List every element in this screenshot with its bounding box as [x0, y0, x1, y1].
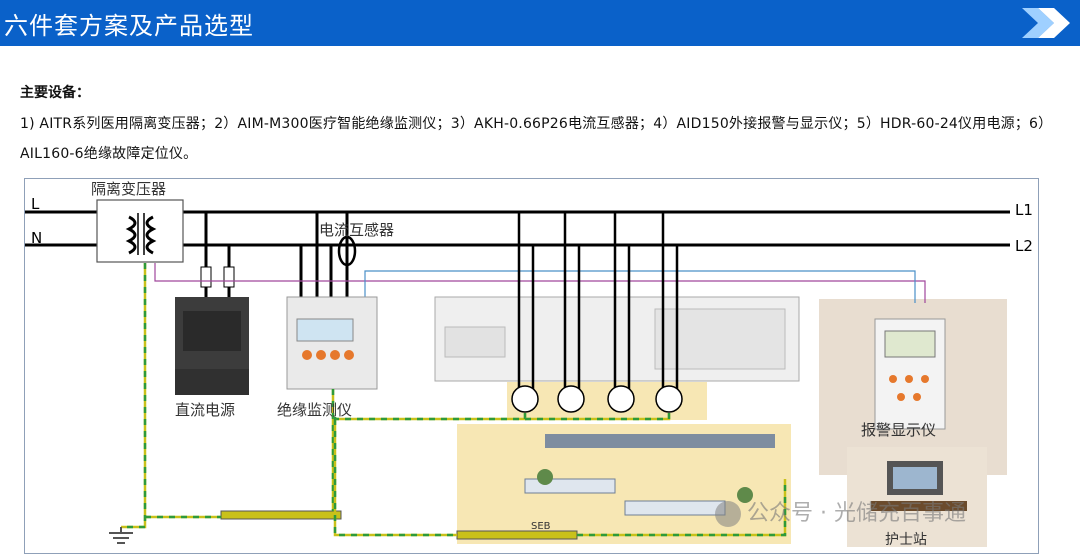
page-title: 六件套方案及产品选型: [4, 12, 254, 40]
ground-busbar: [220, 510, 342, 520]
alarm-label: 报警显示仪: [861, 421, 937, 439]
ct-label: 电流互感器: [319, 221, 395, 239]
watermark-text: 公众号 · 光储充百事通: [747, 501, 966, 526]
transformer-label: 隔离变压器: [91, 180, 167, 198]
power-label: 直流电源: [175, 401, 236, 419]
equipment-list: 1) AITR系列医用隔离变压器；2）AIM-M300医疗智能绝缘监测仪；3）A…: [20, 116, 1053, 162]
watermark: 公众号 · 光储充百事通: [715, 495, 966, 527]
title-bar: 六件套方案及产品选型: [0, 0, 1080, 46]
insulation-monitor: [286, 296, 378, 390]
wechat-icon: [715, 501, 741, 527]
line-l1-label: L1: [1015, 201, 1033, 219]
seb-busbar: [456, 530, 578, 540]
transformer-box: [96, 199, 184, 263]
wiring-diagram: L N L1 L2 隔离变压器 电流互感器 直流电源 绝缘监测仪 报警显示仪 护…: [24, 178, 1039, 554]
diagram-drawing: [25, 199, 1010, 547]
monitor-label: 绝缘监测仪: [277, 401, 353, 419]
seb-label: SEB: [531, 521, 551, 532]
chevron-right-icon: [1022, 8, 1070, 38]
bed-2: [624, 500, 726, 516]
ground-symbol-icon: [109, 527, 133, 544]
nurse-label: 护士站: [885, 532, 927, 548]
line-l-label: L: [31, 195, 40, 213]
ceiling-rail: [545, 434, 775, 448]
line-n-label: N: [31, 229, 43, 247]
line-l2-label: L2: [1015, 237, 1033, 255]
section-label: 主要设备：: [20, 85, 90, 101]
